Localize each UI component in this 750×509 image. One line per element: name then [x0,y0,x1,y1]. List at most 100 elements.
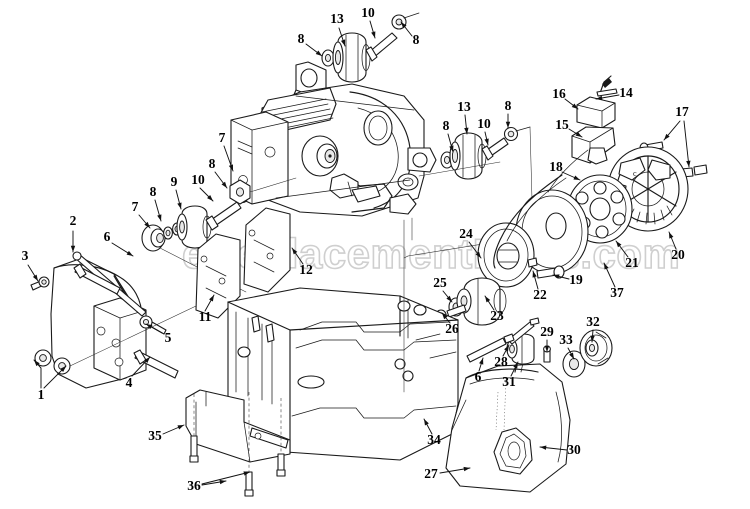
part-8-washer-left-a [163,226,173,240]
callout-arrowhead [424,419,429,426]
callout-arrowhead [340,39,346,46]
callout-number: 16 [552,86,566,101]
callout-number: 19 [569,272,583,287]
callout-10: 10 [477,116,491,146]
callout-18: 18 [549,159,581,181]
callout-arrowhead [505,121,511,128]
svg-text:c: c [633,169,637,178]
callout-number: 26 [445,321,459,336]
baffle-plate-assembly [195,207,291,319]
callout-arrowhead [292,248,298,255]
callout-30: 30 [539,442,581,457]
callout-arrowhead [664,133,670,140]
callout-arrowhead [315,50,322,56]
callout-arrowhead [464,127,469,134]
callout-36: 36 [187,471,251,493]
callout-number: 20 [671,247,685,262]
callout-13: 13 [330,11,346,47]
callout-arrowhead [479,358,484,365]
part-22-pin [527,257,538,268]
callout-arrowhead [126,250,133,256]
reference-lines [403,217,413,393]
callout-arrowhead [616,241,622,248]
callout-arrowhead [144,221,150,228]
callout-arrowhead [446,295,452,302]
callout-number: 10 [361,5,375,20]
callout-27: 27 [424,466,471,481]
callout-26: 26 [441,312,459,336]
callout-35: 35 [148,424,185,443]
callout-number: 4 [126,375,133,390]
callout-number: 17 [675,104,689,119]
engine-lower-detail [329,173,419,215]
callout-5: 5 [145,323,172,345]
callout-arrowhead [243,471,250,476]
callout-number: 24 [459,226,473,241]
callout-12: 12 [291,247,313,277]
callout-8: 8 [209,156,228,189]
callout-number: 34 [427,432,441,447]
callout-arrowhead [146,324,153,329]
callout-number: 11 [199,309,212,324]
callout-arrowhead [575,131,582,137]
callout-number: 8 [150,184,157,199]
part-33-washer [562,350,586,378]
callout-arrowhead [207,195,213,201]
callout-28: 28 [494,344,510,369]
callout-number: 8 [298,31,305,46]
part-6-bolt-tank [466,333,515,363]
callout-10: 10 [191,172,214,202]
part-35-bracket [185,389,291,463]
callout-number: 35 [148,428,162,443]
callout-24: 24 [459,226,482,259]
callout-number: 36 [187,478,201,493]
callout-number: 1 [38,387,45,402]
part-8-washer-top-right [391,12,420,30]
part-7-pulley-left [141,224,166,252]
part-10-bolt-top [365,32,398,62]
part-13-mount-right [449,132,487,180]
callout-3: 3 [22,248,39,282]
crankcase-assembly [227,287,459,461]
callout-11: 11 [199,294,215,324]
callout-17: 17 [663,104,691,168]
part-11-baffle-plate [195,233,241,319]
callout-number: 30 [567,442,581,457]
part-28-rod [507,317,540,345]
callout-number: 31 [502,374,516,389]
crankshaft-stub [301,135,339,177]
callout-8: 8 [400,21,420,47]
part-10-bolt-right [481,137,509,161]
part-24-rotor [477,222,535,288]
callout-arrowhead [157,214,162,221]
callout-arrowhead [590,335,595,342]
callout-13: 13 [457,99,471,135]
callout-number: 27 [424,466,438,481]
part-15-ignition-coil [571,126,616,165]
callout-arrowhead [144,357,150,364]
callout-number: 14 [619,85,633,100]
part-32-pulley [579,329,613,367]
callout-32: 32 [586,314,600,343]
callout-arrowhead [513,362,518,369]
callout-leader [201,471,251,485]
part-16-boot [576,96,616,129]
callout-number: 10 [477,116,491,131]
callout-7: 7 [132,199,151,229]
fuel-tank-assembly [445,317,613,493]
callout-22: 22 [532,270,547,302]
callout-number: 6 [475,369,482,384]
callout-arrowhead [504,345,509,352]
mounting-bracket-assembly [185,389,291,497]
callout-8: 8 [505,98,512,129]
callout-16: 16 [552,86,579,110]
callout-arrowhead [463,466,470,472]
callout-arrowhead [484,138,489,145]
callout-arrowhead [475,251,481,258]
callout-number: 8 [443,118,450,133]
callout-arrowhead [371,31,376,38]
callout-number: 13 [330,11,344,26]
callout-number: 6 [104,229,111,244]
callout-9: 9 [171,174,182,210]
callout-arrowhead [177,425,184,430]
